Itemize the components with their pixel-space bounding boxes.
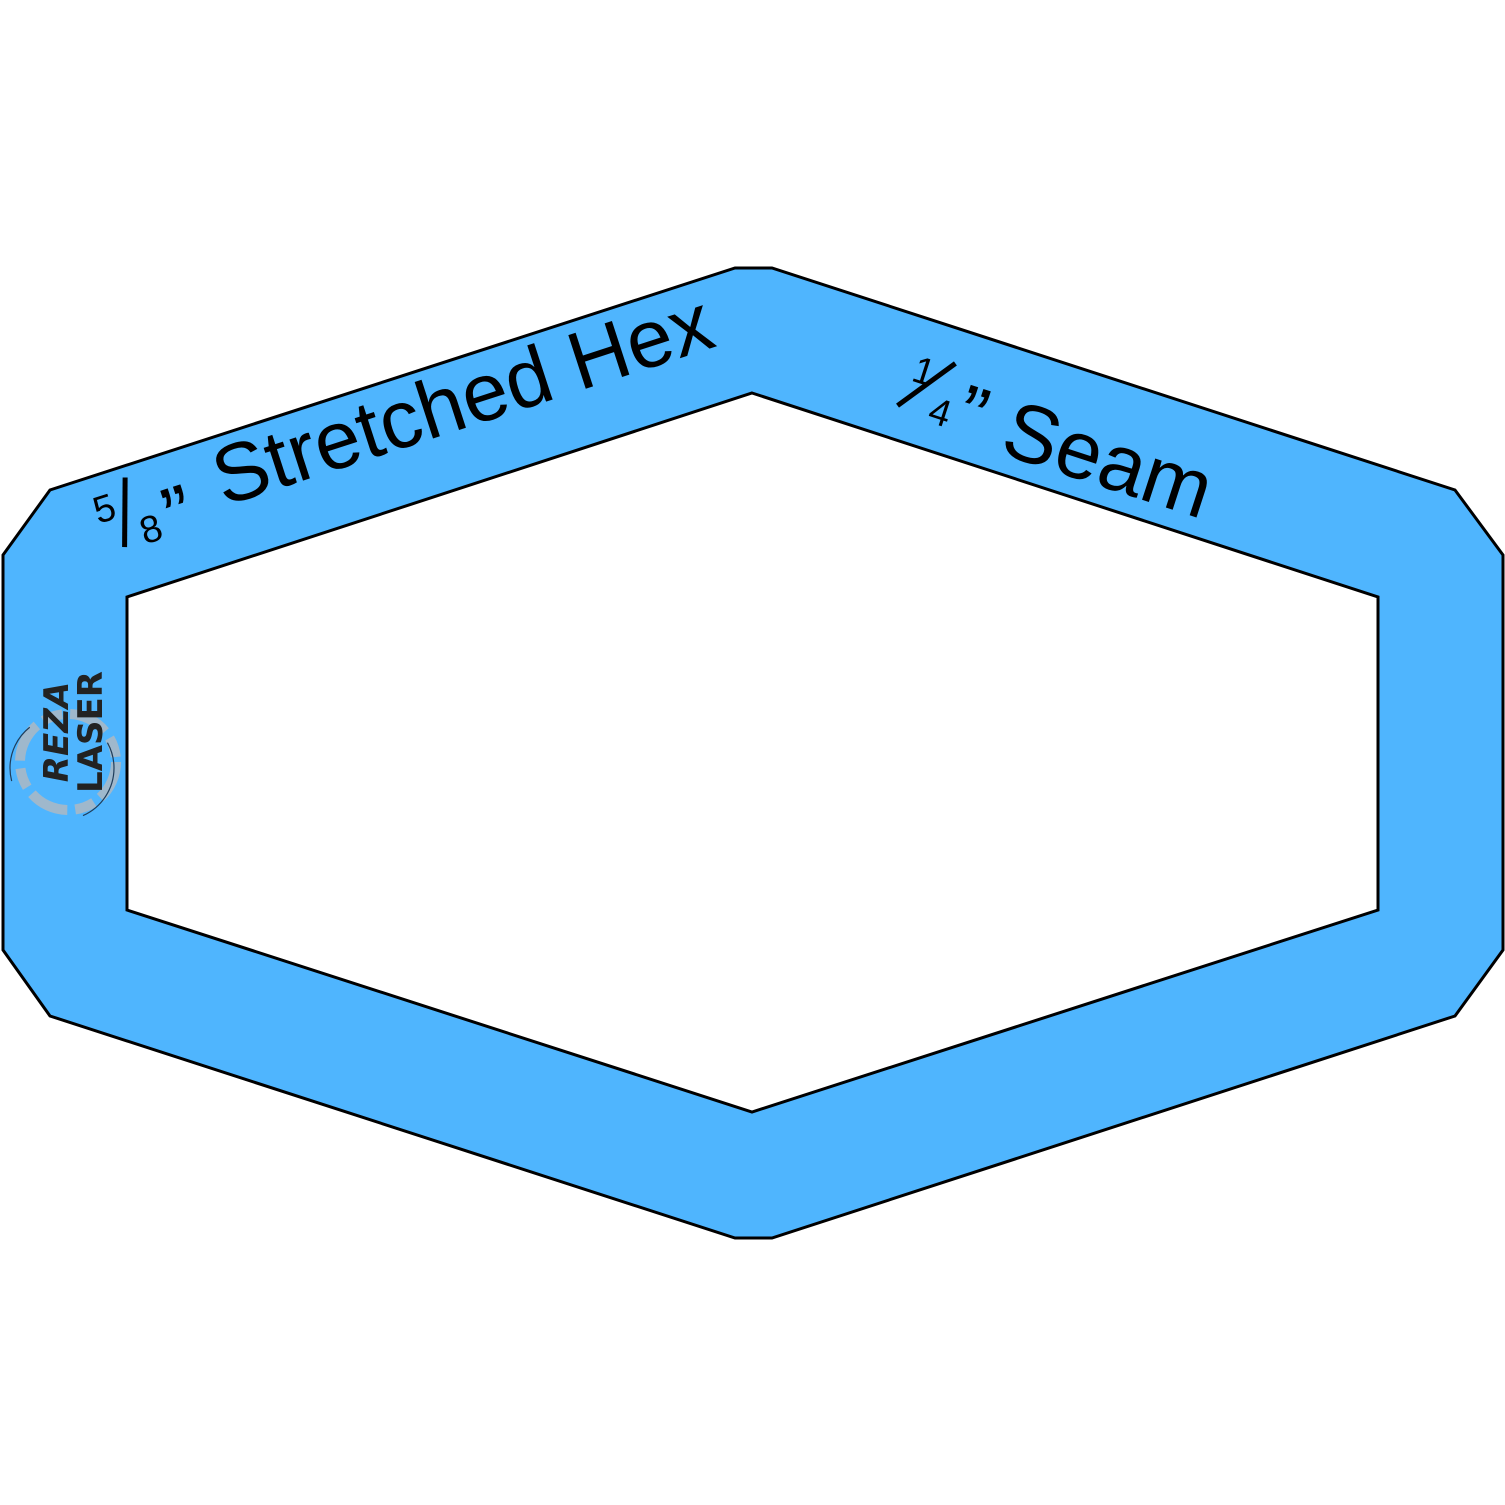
template-ring [1, 266, 1505, 1240]
logo: REZA LASER [9, 671, 121, 821]
logo-line1: REZA [37, 682, 77, 782]
logo-ring-icon [15, 709, 121, 815]
seam-fraction-slash [896, 361, 957, 408]
logo-arc-icon [9, 715, 115, 821]
logo-line2: LASER [71, 671, 111, 793]
size-fraction-slash [122, 477, 128, 548]
